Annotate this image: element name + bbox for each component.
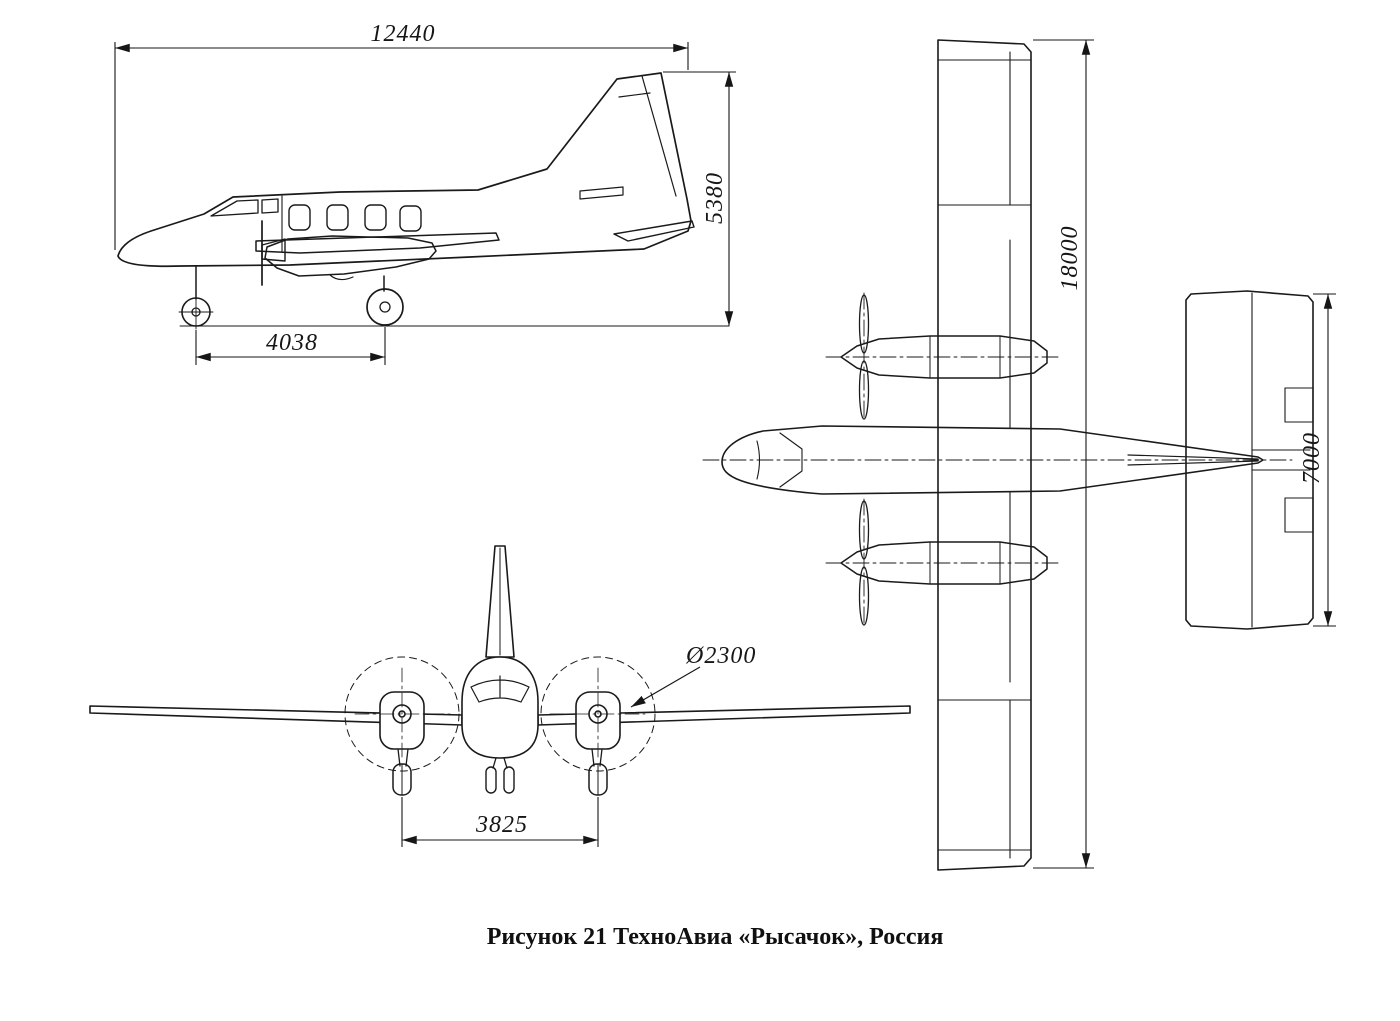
front-view	[89, 545, 911, 796]
side-tailplane	[613, 220, 695, 242]
side-view-dimensions	[114, 42, 736, 365]
side-engine-nacelle	[264, 235, 437, 277]
plan-elevator-center-lines	[1251, 449, 1311, 471]
front-nose-gear-struts	[492, 757, 508, 769]
plan-stabilizer-outline	[1185, 290, 1314, 630]
front-view-dimensions	[401, 666, 701, 847]
front-main-gear-right-struts	[591, 748, 603, 767]
plan-view	[702, 39, 1314, 871]
plan-wing-outline	[937, 39, 1032, 871]
side-fin-balance-line	[618, 92, 651, 98]
front-nose-wheel-left	[485, 766, 497, 794]
plan-view-dimensions	[1033, 39, 1336, 869]
figure-caption: Рисунок 21 ТехноАвиа «Рысачок», Россия	[487, 924, 944, 950]
side-exhaust-detail	[329, 274, 354, 281]
side-cabin-window-2	[326, 204, 349, 231]
side-fuselage-outline	[117, 72, 692, 268]
side-cabin-window-3	[364, 204, 387, 231]
side-rudder-hinge-line	[641, 75, 677, 197]
front-fuselage	[461, 656, 539, 759]
plan-windshield-lines	[756, 432, 803, 488]
side-nose-wheel-center-marks	[178, 294, 214, 330]
plan-fuselage-outline	[721, 425, 1264, 495]
prop-diameter-label: Ø2300	[685, 643, 756, 669]
front-nose-wheel-right	[503, 766, 515, 794]
side-wing-root	[255, 232, 500, 254]
front-main-gear-left-struts	[397, 748, 409, 767]
plan-wing-panel-lines	[937, 59, 1032, 851]
wheelbase-dimension-label: 4038	[266, 330, 318, 356]
plan-fin-projection	[1127, 454, 1259, 466]
length-dimension-label: 12440	[371, 21, 436, 47]
side-windshield	[210, 199, 259, 217]
track-dimension-label: 3825	[475, 812, 528, 838]
side-view	[117, 72, 730, 330]
prop-diameter-leader-line	[630, 666, 701, 708]
plan-trim-tab-bottom	[1284, 497, 1314, 533]
stab-span-dimension-label: 7000	[1299, 432, 1325, 484]
front-fin	[485, 545, 515, 658]
front-prop-centerlines	[354, 667, 646, 761]
side-cabin-window-4	[399, 205, 422, 232]
side-cockpit-window	[261, 198, 279, 214]
height-dimension-label: 5380	[702, 172, 728, 224]
side-spinner	[261, 238, 286, 262]
side-rear-hatch	[579, 186, 624, 200]
plan-trim-tab-top	[1284, 387, 1314, 423]
front-windshield-lines	[470, 675, 530, 703]
side-main-wheel-hub	[379, 301, 391, 313]
side-cabin-window-1	[288, 204, 311, 231]
side-main-wheel	[366, 288, 404, 326]
wingspan-dimension-label: 18000	[1057, 226, 1083, 291]
